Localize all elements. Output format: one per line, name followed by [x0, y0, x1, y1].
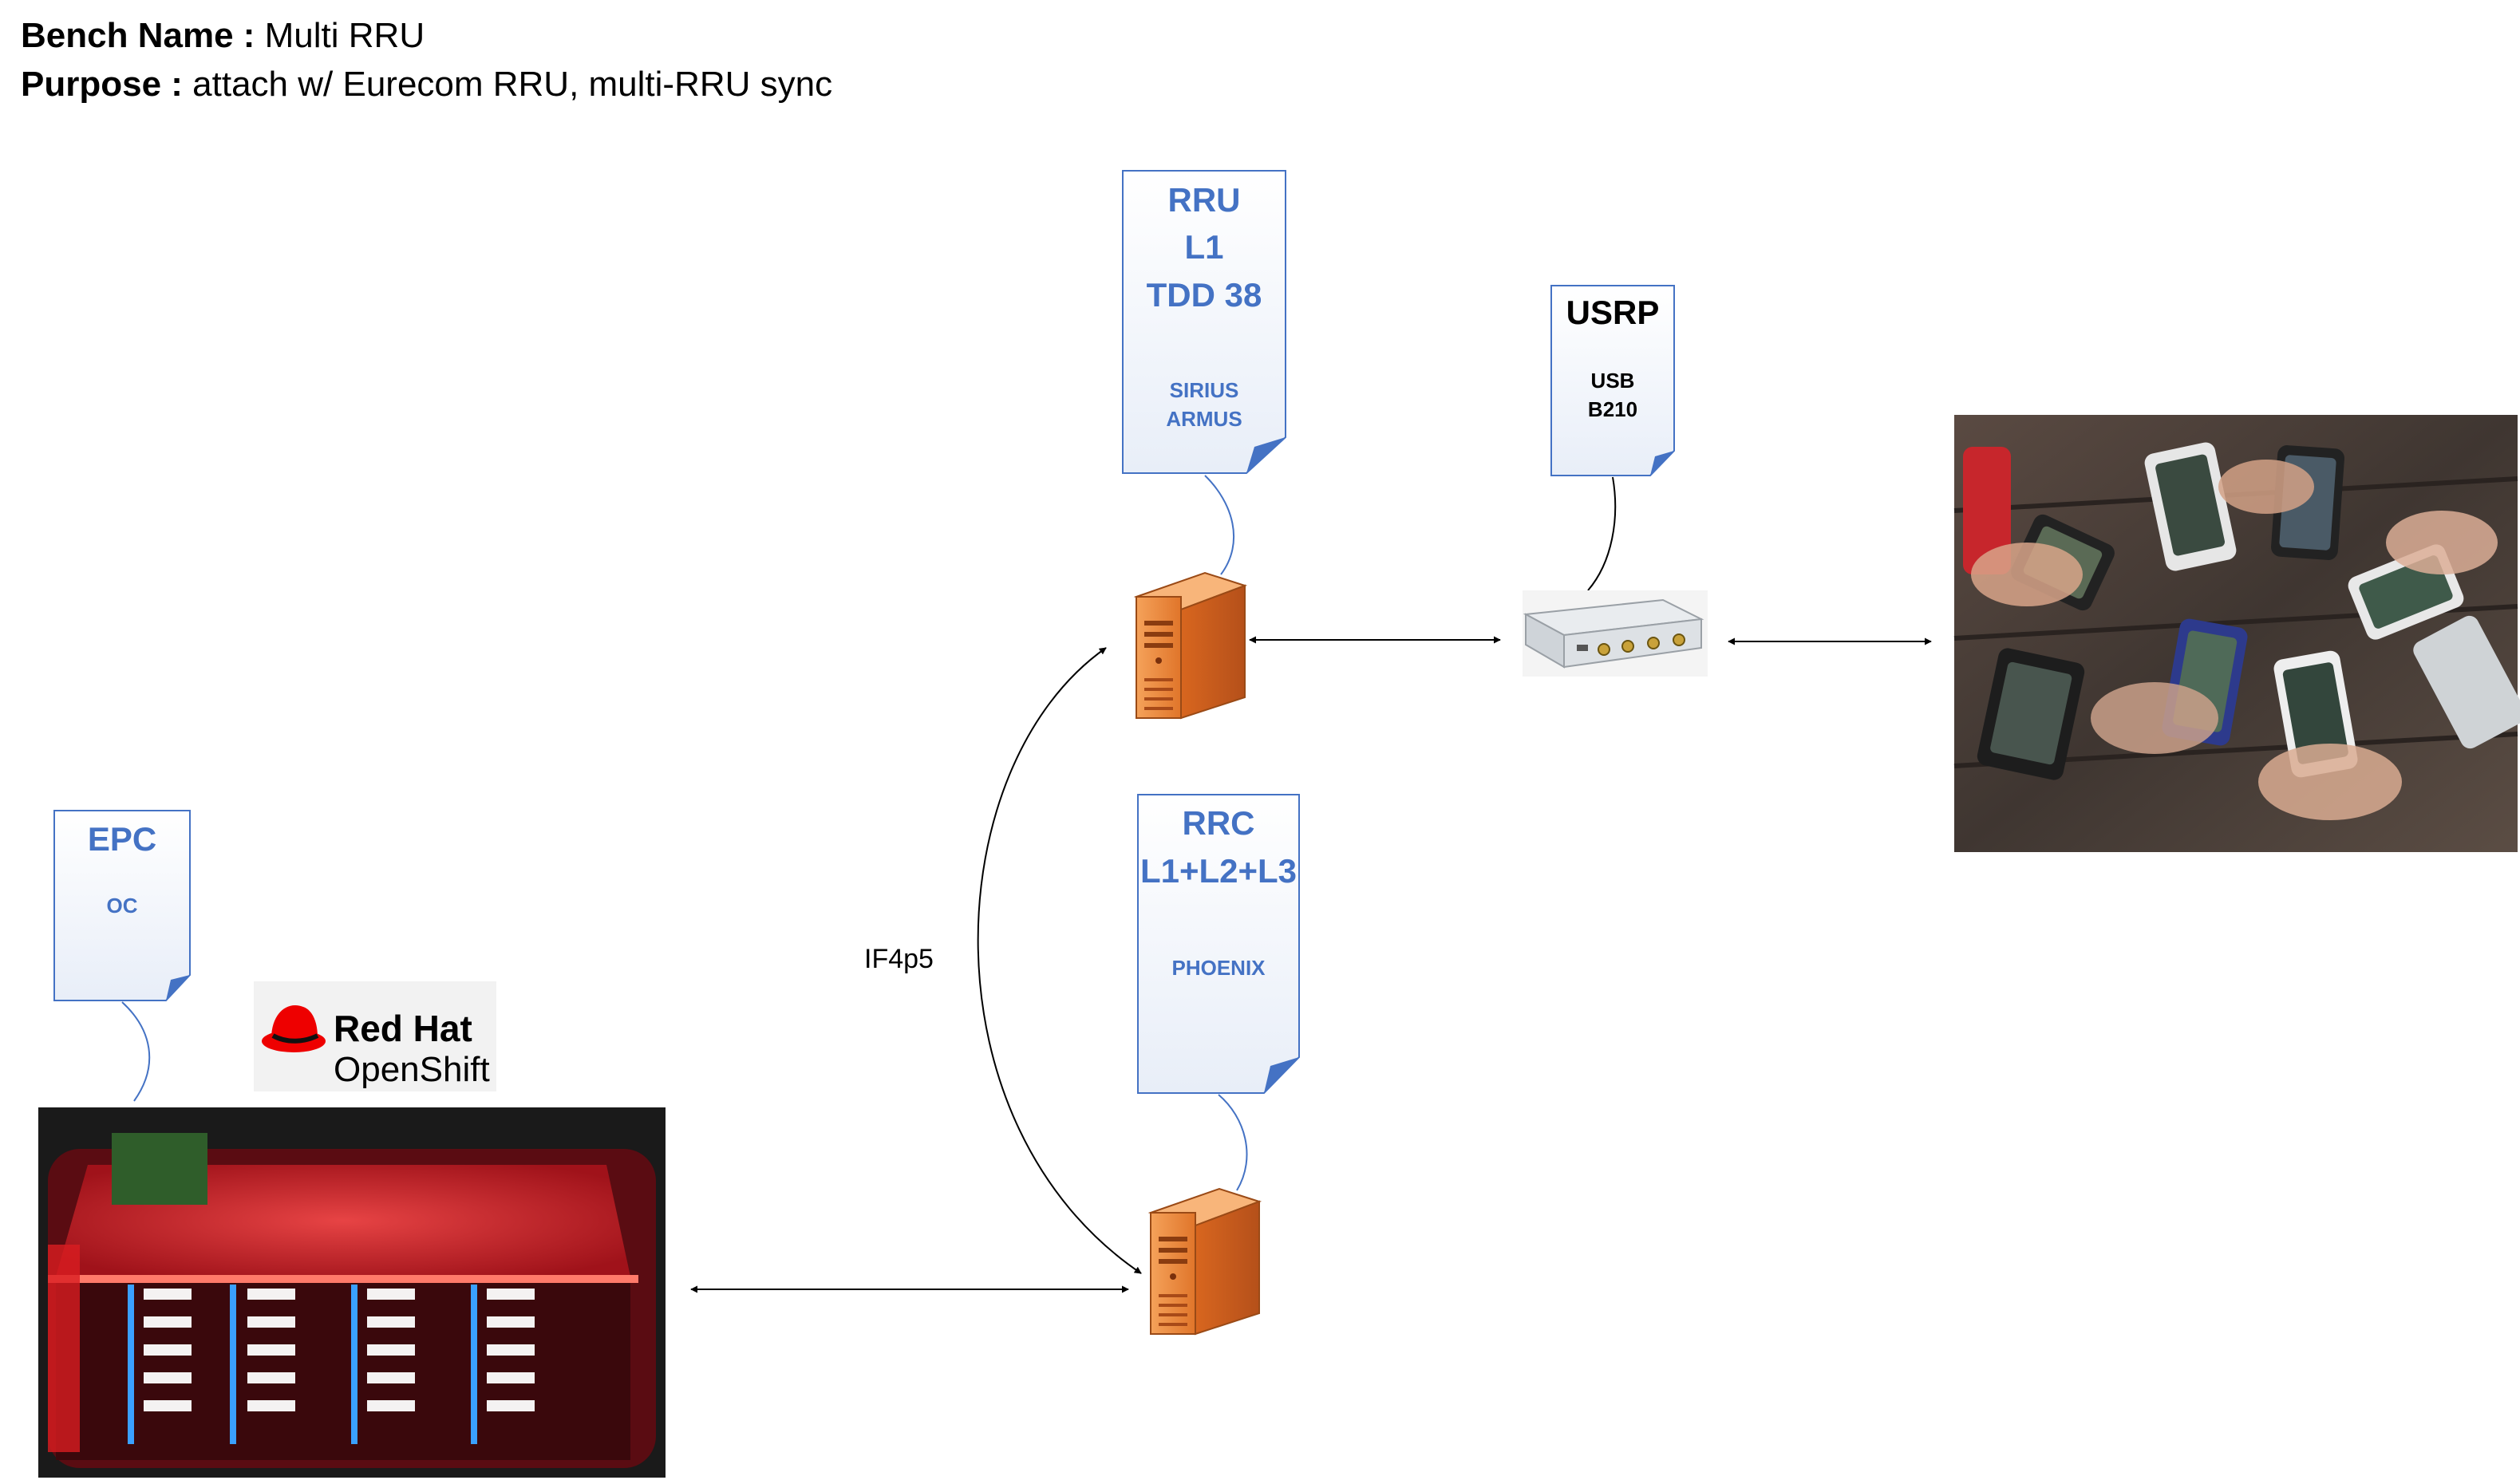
if4p5-link — [977, 647, 1142, 1274]
raspberry-pi-cluster-photo — [38, 1107, 666, 1478]
epc-title: EPC — [88, 820, 156, 858]
purpose-line: Purpose : attach w/ Eurecom RRU, multi-R… — [21, 60, 832, 109]
usrp-type: USB — [1591, 369, 1635, 393]
rru-host-2: ARMUS — [1166, 407, 1242, 431]
rrc-layers: L1+L2+L3 — [1140, 852, 1297, 890]
rrc-note-connector — [1218, 1094, 1248, 1191]
rru-title: RRU — [1168, 181, 1241, 219]
red-hat-logo-icon — [262, 1004, 326, 1052]
if4p5-label: IF4p5 — [864, 944, 934, 974]
logo-openshift-text: OpenShift — [334, 1050, 490, 1089]
rru-band: TDD 38 — [1147, 276, 1262, 314]
rru-host-1: SIRIUS — [1170, 378, 1239, 402]
epc-note: EPC OC — [53, 810, 191, 1001]
rrc-host: PHOENIX — [1171, 956, 1266, 980]
bench-name-value: Multi RRU — [264, 16, 425, 55]
rru-note: RRU L1 TDD 38 SIRIUS ARMUS — [1122, 170, 1286, 474]
epc-note-connector — [121, 1001, 151, 1102]
bench-header: Bench Name : Multi RRU Purpose : attach … — [21, 11, 832, 109]
usrp-title: USRP — [1566, 294, 1660, 331]
usrp-note-connector — [1587, 476, 1617, 591]
smartphones-photo — [1953, 415, 2520, 852]
usrp-note: USRP USB B210 — [1550, 285, 1675, 476]
usrp-model: B210 — [1588, 397, 1637, 421]
rru-note-connector — [1204, 475, 1235, 575]
logo-redhat-text: Red Hat — [334, 1008, 472, 1049]
purpose-value: attach w/ Eurecom RRU, multi-RRU sync — [192, 65, 833, 104]
rru-layer: L1 — [1184, 228, 1223, 266]
usrp-device-icon — [1523, 590, 1708, 677]
rrc-note: RRC L1+L2+L3 PHOENIX — [1137, 794, 1300, 1094]
rru-server-icon — [1133, 571, 1248, 720]
rrc-server-icon — [1147, 1187, 1262, 1336]
bench-name-label: Bench Name : — [21, 16, 255, 55]
purpose-label: Purpose : — [21, 65, 183, 104]
bench-name-line: Bench Name : Multi RRU — [21, 11, 832, 60]
rrc-title: RRC — [1183, 804, 1255, 842]
redhat-openshift-logo: Red Hat OpenShift — [254, 981, 496, 1091]
epc-host: OC — [107, 894, 138, 918]
